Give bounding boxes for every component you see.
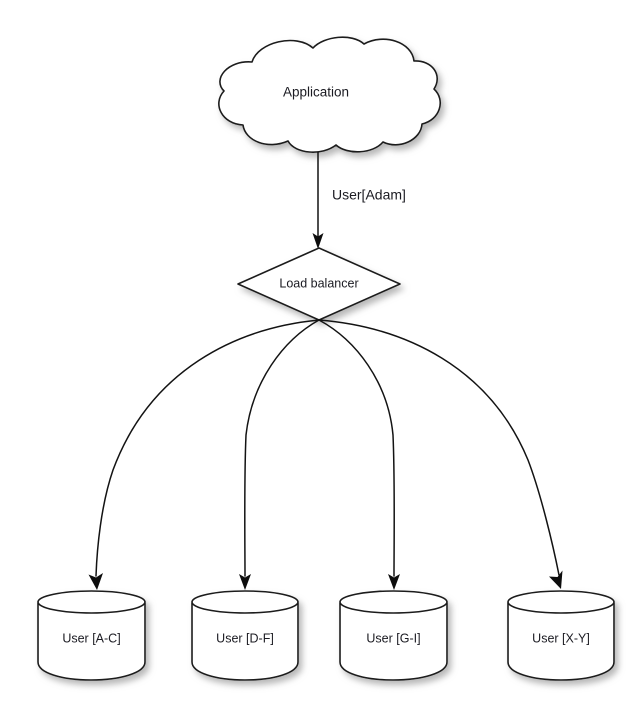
cloud-shape — [218, 36, 442, 153]
edge-to-shard-4 — [318, 319, 560, 576]
arrow-head-to-balancer — [312, 233, 324, 249]
node-shard-2[interactable]: User [D-F] — [191, 590, 299, 681]
node-application[interactable]: Application — [218, 36, 442, 153]
shard-4-label: User [X-Y] — [532, 631, 590, 645]
node-shard-4[interactable]: User [X-Y] — [507, 590, 615, 681]
cylinder-body-4 — [507, 602, 615, 681]
shard-3-label: User [G-I] — [366, 631, 420, 645]
cylinder-body-2 — [191, 602, 299, 681]
edge-application-to-balancer: User[Adam] — [312, 151, 406, 249]
shard-1-label: User [A-C] — [62, 631, 120, 645]
cylinder-body-1 — [37, 602, 146, 681]
arrow-head-shard-3 — [388, 574, 400, 590]
node-shard-3[interactable]: User [G-I] — [339, 590, 448, 681]
edge-to-shard-3 — [318, 319, 395, 577]
cylinder-top-2 — [191, 590, 299, 614]
edge-to-shard-1 — [95, 319, 320, 577]
cylinder-top-3 — [339, 590, 448, 614]
arrow-head-shard-1 — [88, 573, 103, 590]
edge-label-user-adam: User[Adam] — [332, 187, 406, 203]
shard-2-label: User [D-F] — [216, 631, 274, 645]
load-balancer-label: Load balancer — [279, 276, 358, 290]
arrow-head-shard-2 — [239, 574, 251, 590]
edge-to-shard-2 — [244, 319, 320, 577]
cylinder-body-3 — [339, 602, 448, 681]
application-label: Application — [283, 85, 349, 100]
edges-balancer-to-shards — [88, 319, 563, 590]
arrow-head-shard-4 — [549, 570, 563, 589]
cylinder-top-4 — [507, 590, 615, 614]
node-load-balancer[interactable]: Load balancer — [237, 247, 401, 321]
cylinder-top-1 — [37, 590, 146, 614]
node-shard-1[interactable]: User [A-C] — [37, 590, 146, 681]
